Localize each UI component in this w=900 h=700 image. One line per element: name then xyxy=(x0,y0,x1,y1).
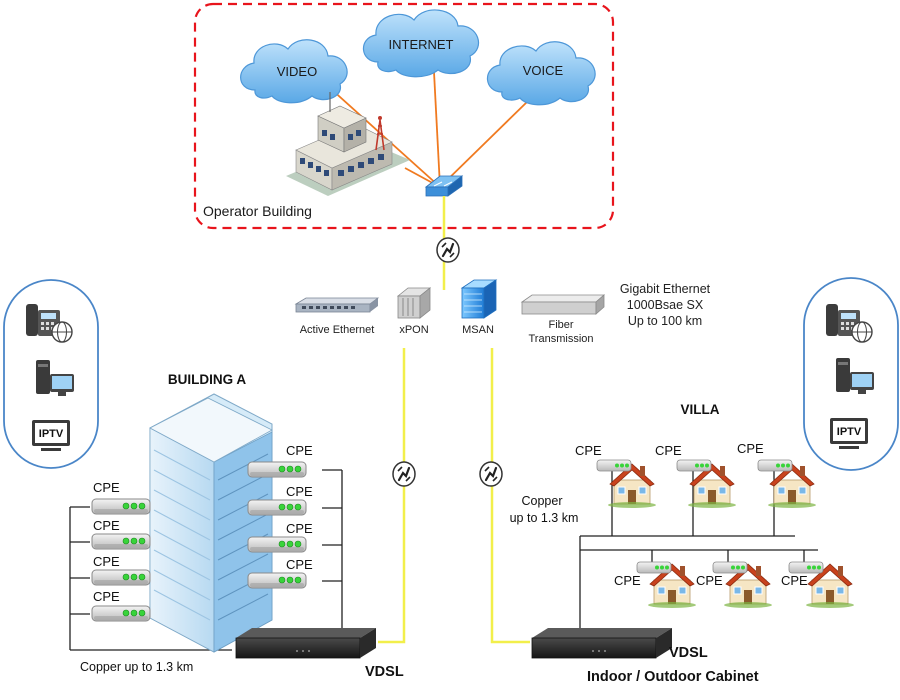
cpe-label: CPE xyxy=(696,573,723,588)
copper-link-villa xyxy=(490,348,530,644)
cpe-modem-icon xyxy=(712,561,748,574)
msan-server-icon xyxy=(460,279,498,319)
cloud-voice-icon: VOICE xyxy=(486,41,596,106)
villa-copper-note-line1: Copper xyxy=(522,494,563,508)
cpe-label: CPE xyxy=(286,521,313,536)
cloud-internet-label: INTERNET xyxy=(389,37,454,52)
cpe-modem-icon xyxy=(247,536,307,553)
cpe-label: CPE xyxy=(286,443,313,458)
cpe-modem-icon xyxy=(788,561,824,574)
xpon-server-icon xyxy=(396,287,432,319)
building-a-title: BUILDING A xyxy=(168,372,246,387)
operator-dashed-boundary xyxy=(193,2,615,230)
cpe-modem-icon xyxy=(91,569,151,586)
fiber-transmission-icon xyxy=(520,294,606,315)
cpe-label: CPE xyxy=(655,443,682,458)
cpe-modem-icon xyxy=(91,605,151,622)
cpe-modem-icon xyxy=(91,498,151,515)
office-building-icon xyxy=(286,92,410,196)
gigabit-label-line2: 1000Bsae SX xyxy=(627,298,704,312)
router-icon xyxy=(424,175,464,197)
operator-building-label: Operator Building xyxy=(203,203,312,219)
vdsl-label-villa: VDSL xyxy=(669,645,708,661)
building-a-copper-wiring xyxy=(69,469,360,651)
cpe-label: CPE xyxy=(781,573,808,588)
vdsl-dslam-icon xyxy=(235,628,376,659)
cpe-label: CPE xyxy=(93,589,120,604)
building-a-tower-icon xyxy=(149,393,273,653)
cpe-label: CPE xyxy=(93,554,120,569)
services-oval-left: IPTV xyxy=(3,279,99,469)
vdsl-dslam-icon xyxy=(531,628,672,659)
cloud-internet-icon: INTERNET xyxy=(362,9,480,78)
cpe-label: CPE xyxy=(286,557,313,572)
iptv-label-right: IPTV xyxy=(837,426,862,438)
services-oval-right: IPTV xyxy=(803,277,899,471)
link-icon-villa xyxy=(478,460,504,488)
cpe-label: CPE xyxy=(575,443,602,458)
active-ethernet-label: Active Ethernet xyxy=(300,324,375,336)
cpe-label: CPE xyxy=(614,573,641,588)
gigabit-label-line1: Gigabit Ethernet xyxy=(620,282,711,296)
cpe-modem-icon xyxy=(676,459,712,472)
cloud-video-label: VIDEO xyxy=(277,64,317,79)
operator-fiber-links xyxy=(329,71,529,188)
iptv-label-left: IPTV xyxy=(39,428,64,440)
xpon-label: xPON xyxy=(399,324,428,336)
cloud-voice-label: VOICE xyxy=(523,63,564,78)
cpe-modem-icon xyxy=(596,459,632,472)
cpe-label: CPE xyxy=(286,484,313,499)
cpe-modem-icon xyxy=(757,459,793,472)
villa-title: VILLA xyxy=(681,402,720,417)
fiber-label-line2: Transmission xyxy=(529,333,594,345)
cpe-modem-icon xyxy=(636,561,672,574)
copper-note-building-a: Copper up to 1.3 km xyxy=(80,660,193,674)
cpe-label: CPE xyxy=(737,441,764,456)
cpe-modem-icon xyxy=(247,572,307,589)
switch-icon xyxy=(294,297,380,313)
fiber-label-line1: Fiber xyxy=(548,319,573,331)
cpe-modem-icon xyxy=(91,533,151,550)
msan-label: MSAN xyxy=(462,324,494,336)
villa-copper-note-line2: up to 1.3 km xyxy=(510,511,579,525)
cpe-label: CPE xyxy=(93,480,120,495)
copper-link-building-a xyxy=(378,348,406,644)
villa-copper-wiring xyxy=(579,468,818,640)
vdsl-label-building-a: VDSL xyxy=(365,664,404,680)
cabinet-label: Indoor / Outdoor Cabinet xyxy=(587,669,759,685)
cpe-modem-icon xyxy=(247,461,307,478)
link-icon-building-a xyxy=(391,460,417,488)
link-icon-core xyxy=(435,236,461,264)
cloud-video-icon: VIDEO xyxy=(240,39,348,104)
cpe-modem-icon xyxy=(247,499,307,516)
cpe-label: CPE xyxy=(93,518,120,533)
gigabit-label-line3: Up to 100 km xyxy=(628,314,702,328)
